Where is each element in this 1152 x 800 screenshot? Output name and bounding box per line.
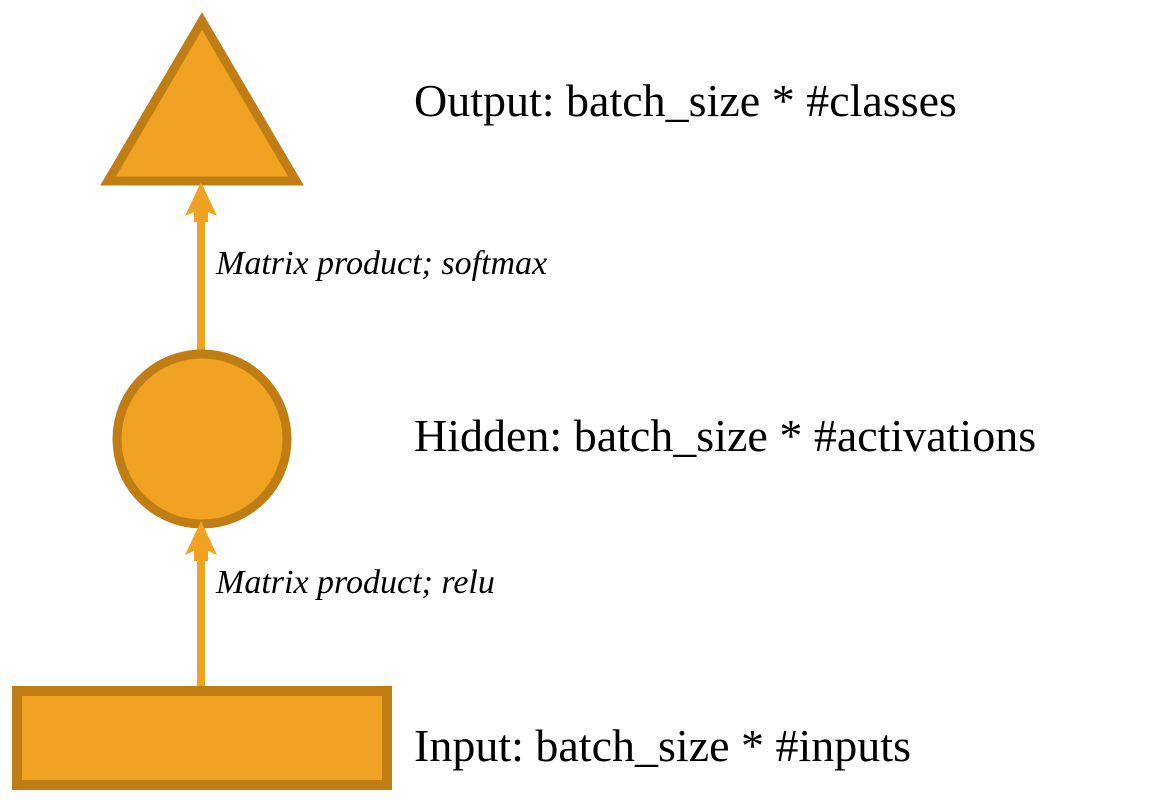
edge-hidden-to-output-arrow bbox=[181, 182, 221, 357]
edge-hidden-to-output-label: Matrix product; softmax bbox=[216, 245, 548, 282]
node-output-label: Output: batch_size * #classes bbox=[414, 75, 957, 126]
edge-input-to-hidden-arrow bbox=[181, 521, 221, 693]
node-input-rectangle bbox=[12, 686, 392, 790]
node-output-triangle bbox=[100, 12, 304, 186]
node-hidden-label: Hidden: batch_size * #activations bbox=[414, 410, 1037, 461]
node-input-label: Input: batch_size * #inputs bbox=[414, 720, 911, 771]
node-hidden-circle bbox=[112, 349, 292, 529]
edge-input-to-hidden-label: Matrix product; relu bbox=[216, 564, 495, 601]
